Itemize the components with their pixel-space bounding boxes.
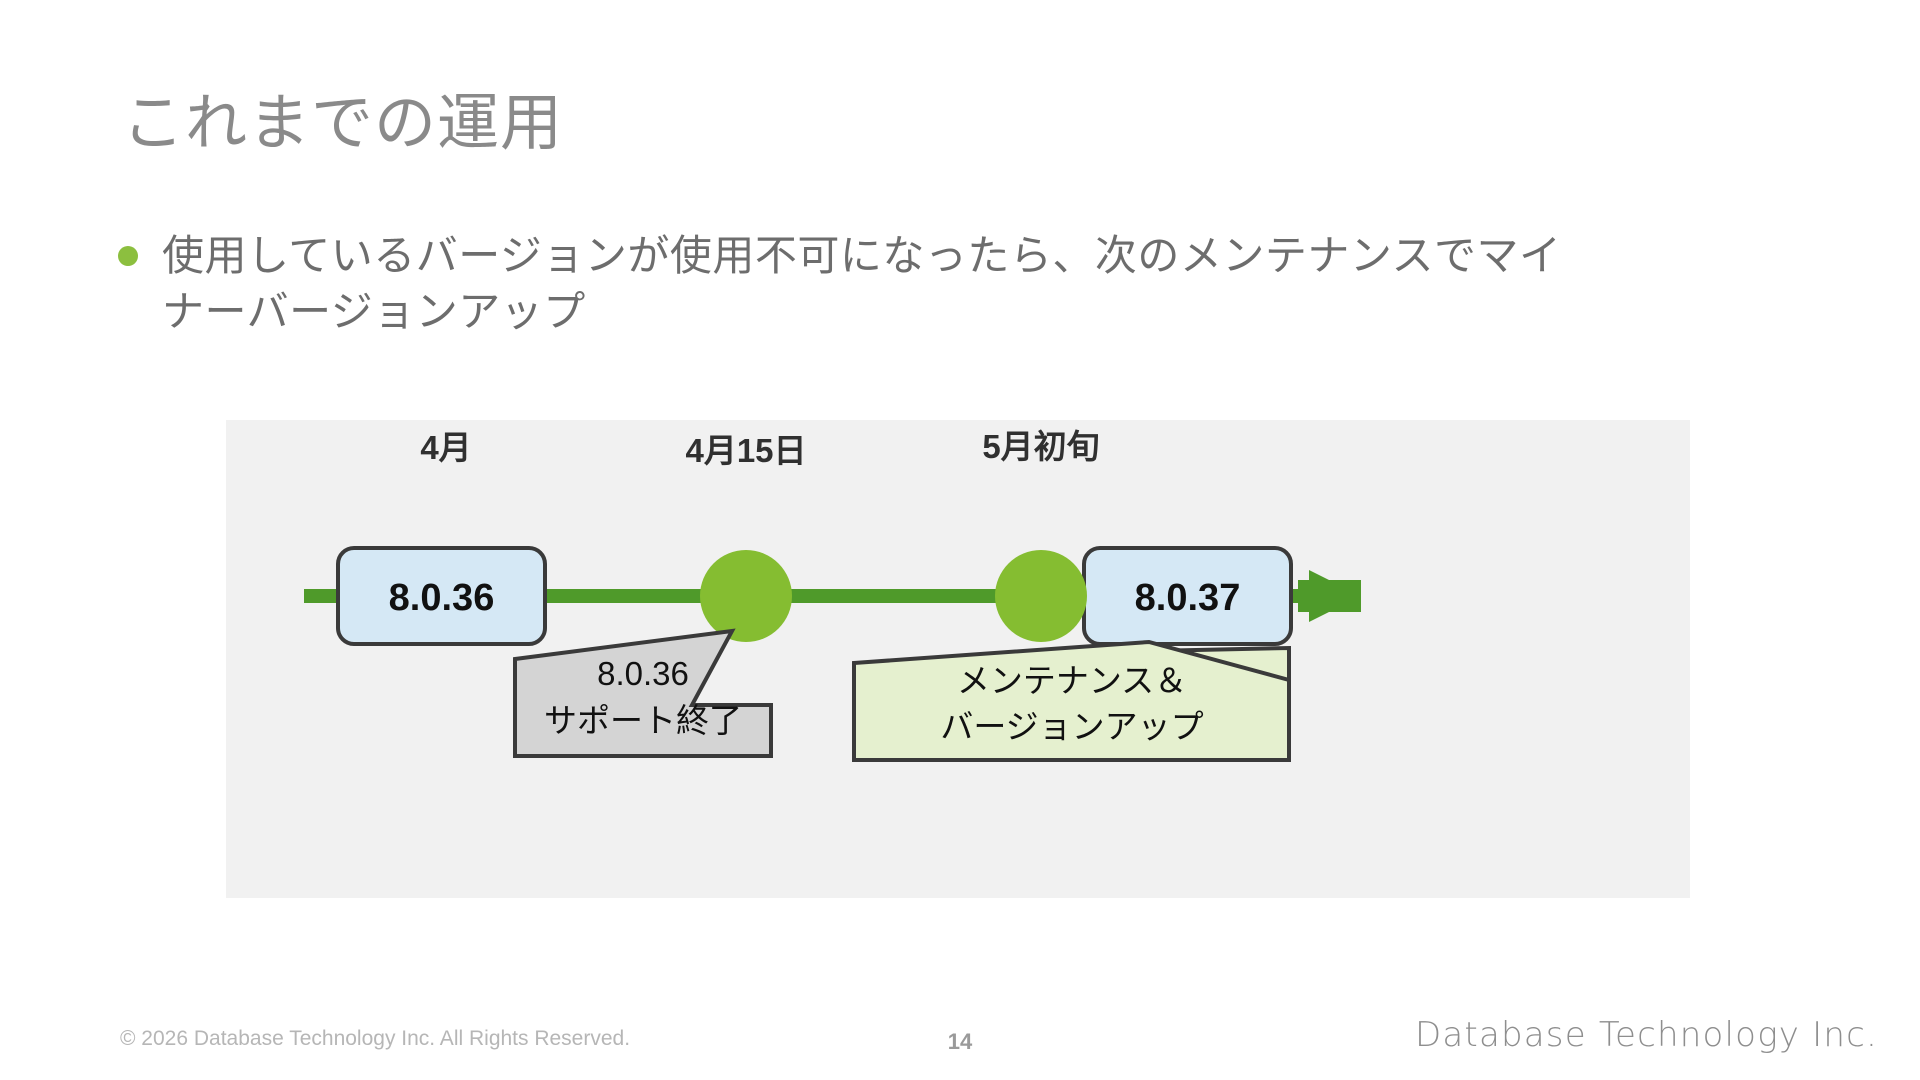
maintenance-callout-shape	[852, 639, 1291, 762]
timeline-label-april: 4月	[420, 429, 471, 466]
footer-copyright: © 2026 Database Technology Inc. All Righ…	[120, 1027, 631, 1050]
bullet-text: 使用しているバージョンが使用不可になったら、次のメンテナンスでマイ ナーバージョ…	[162, 228, 1562, 340]
support-end-callout-shape	[513, 628, 773, 758]
timeline-diagram: 8.0.36 8.0.37 4月 4月15日 5月初旬 8.0.36 サポート終…	[304, 428, 1361, 762]
version-box-8-0-37[interactable]: 8.0.37	[1082, 546, 1293, 646]
maintenance-milestone-icon[interactable]	[995, 550, 1087, 642]
support-end-callout-line-1: 8.0.36	[597, 655, 689, 692]
maintenance-callout-line-2: バージョンアップ	[940, 708, 1203, 745]
version-box-label: 8.0.36	[389, 577, 495, 619]
bullet-block: 使用しているバージョンが使用不可になったら、次のメンテナンスでマイ ナーバージョ…	[118, 228, 1828, 340]
bullet-dot-icon	[118, 246, 138, 266]
version-box-shape	[336, 546, 547, 646]
page-number: 14	[947, 1029, 973, 1054]
page-title: これまでの運用	[122, 89, 564, 158]
maintenance-callout[interactable]: メンテナンス＆ バージョンアップ	[852, 639, 1291, 762]
arrow-right-icon	[1309, 570, 1361, 622]
support-end-milestone-icon[interactable]	[700, 550, 792, 642]
company-logo: Database Technology Inc.	[1415, 1015, 1878, 1055]
timeline-label-early-may: 5月初旬	[982, 428, 1099, 465]
support-end-callout[interactable]: 8.0.36 サポート終了	[513, 628, 773, 758]
version-box-8-0-36[interactable]: 8.0.36	[336, 546, 547, 646]
timeline-label-april-15: 4月15日	[685, 432, 806, 469]
version-box-label: 8.0.37	[1135, 577, 1241, 619]
maintenance-callout-line-1: メンテナンス＆	[957, 662, 1187, 699]
timeline-diagram-panel: 8.0.36 8.0.37 4月 4月15日 5月初旬 8.0.36 サポート終…	[226, 420, 1690, 898]
support-end-callout-line-2: サポート終了	[544, 702, 742, 739]
bullet-line-2: ナーバージョンアップ	[162, 287, 586, 335]
bullet-line-1: 使用しているバージョンが使用不可になったら、次のメンテナンスでマイ	[162, 232, 1562, 279]
